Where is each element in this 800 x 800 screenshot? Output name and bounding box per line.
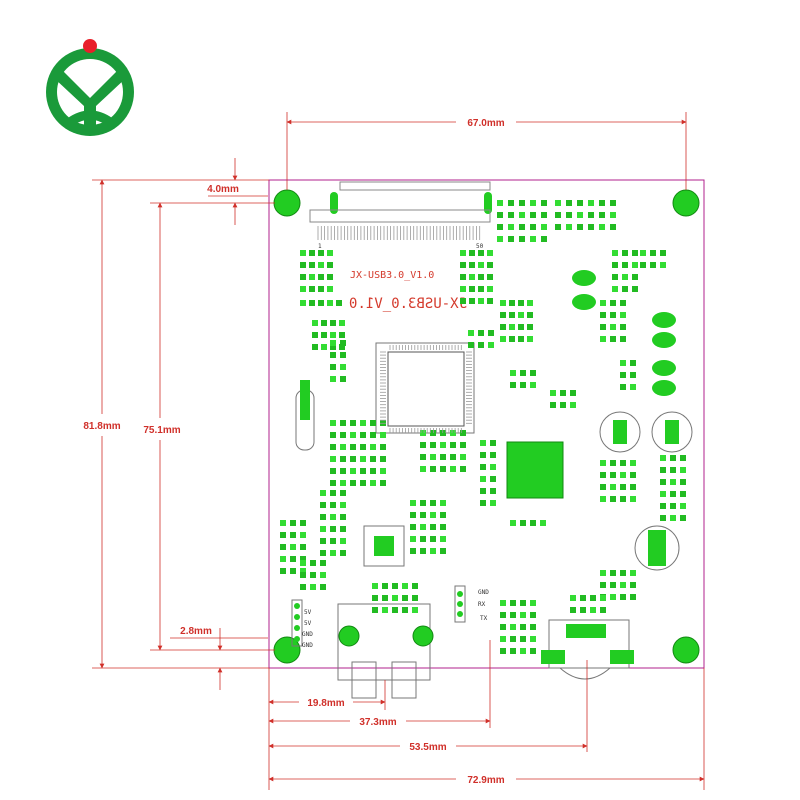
- header-left-label-4: GND: [302, 642, 313, 649]
- dimension-lines: [92, 112, 705, 790]
- main-chip: [375, 342, 475, 434]
- fpc-pin-first-label: 1: [318, 243, 322, 250]
- dim-bottom-1: 19.8mm: [307, 698, 344, 709]
- silkscreen-model-small: JX-USB3.0_V1.0: [350, 270, 434, 281]
- crystal-pad: [300, 380, 310, 420]
- header-right: GND RX TX: [454, 585, 489, 623]
- logo-red-dot: [83, 39, 97, 53]
- header-right-label-2: RX: [478, 601, 486, 608]
- dim-bottom-3: 53.5mm: [409, 742, 446, 753]
- usb-connector: [337, 603, 434, 699]
- header-right-label-3: TX: [480, 615, 488, 622]
- large-thermal-pad: [506, 441, 564, 499]
- dim-top-width: 67.0mm: [467, 118, 504, 129]
- dim-bottom-2: 37.3mm: [359, 717, 396, 728]
- dim-height-total: 81.8mm: [83, 421, 120, 432]
- header-left-label-1: 5V: [304, 609, 312, 616]
- silkscreen-model-large: JX-USB3.0_V1.0: [349, 296, 467, 312]
- capacitors: [599, 411, 693, 571]
- brand-logo: [46, 39, 134, 136]
- inductors: [572, 270, 676, 396]
- dim-bottom-offset: 2.8mm: [180, 626, 212, 637]
- dim-bottom-4: 72.9mm: [467, 775, 504, 786]
- fpc-pin-last-label: 50: [476, 243, 484, 250]
- fpc-connector: 1 50: [309, 181, 492, 250]
- dim-height-holes: 75.1mm: [143, 425, 180, 436]
- header-left-label-2: 5V: [304, 620, 312, 627]
- smd-components: [280, 200, 686, 654]
- header-right-label-1: GND: [478, 589, 489, 596]
- dim-top-offset: 4.0mm: [207, 184, 239, 195]
- header-left-label-3: GND: [302, 631, 313, 638]
- fpc-pins: [317, 226, 481, 240]
- qfn-chip: [363, 525, 405, 567]
- mounting-holes: [273, 189, 700, 664]
- header-left: 5V 5V GND GND: [291, 599, 313, 649]
- power-jack: [541, 619, 634, 680]
